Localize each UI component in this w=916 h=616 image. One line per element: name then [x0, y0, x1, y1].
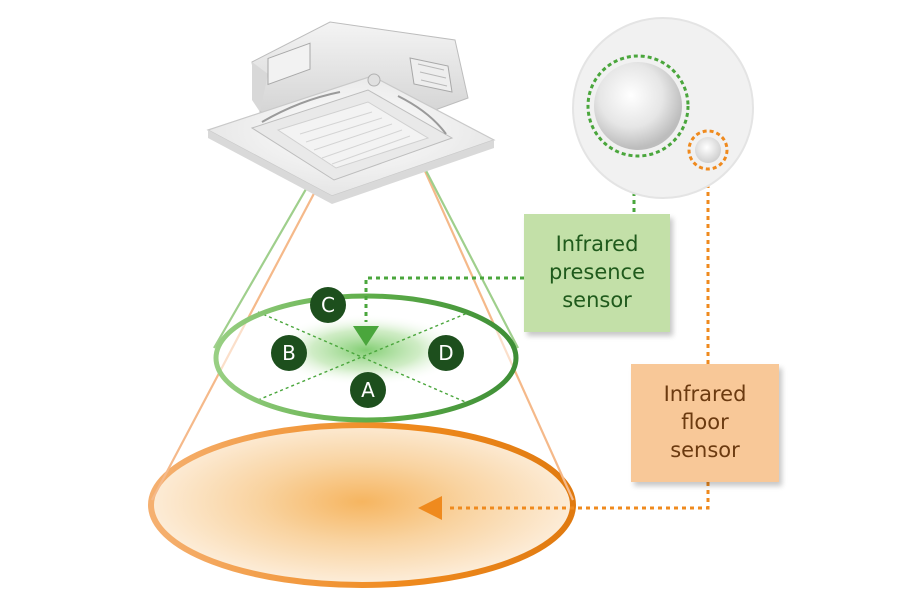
- presence-arrow-icon: [353, 326, 379, 346]
- floor-sensor-label-box: Infrared floor sensor: [631, 364, 779, 482]
- presence-sensor-label-box: Infrared presence sensor: [524, 214, 670, 332]
- zone-b-badge: B: [271, 335, 307, 371]
- presence-sensor-label: Infrared presence sensor: [548, 232, 646, 312]
- zone-a-label: A: [361, 378, 375, 402]
- floor-connector-line: [446, 168, 710, 510]
- zone-b-label: B: [282, 341, 296, 365]
- floor-sensor-label: Infrared floor sensor: [663, 382, 747, 462]
- zone-c-badge: C: [310, 287, 346, 323]
- floor-detection-area: [148, 422, 576, 588]
- zone-a-badge: A: [350, 372, 386, 408]
- ceiling-cassette-unit-icon: [206, 21, 496, 204]
- zone-c-label: C: [321, 293, 335, 317]
- sensor-closeup: [572, 17, 754, 199]
- presence-sensor-highlight: [586, 54, 690, 158]
- floor-arrow-icon: [418, 496, 442, 520]
- zone-d-label: D: [438, 341, 453, 365]
- zone-d-badge: D: [428, 335, 464, 371]
- floor-sensor-highlight: [687, 129, 729, 171]
